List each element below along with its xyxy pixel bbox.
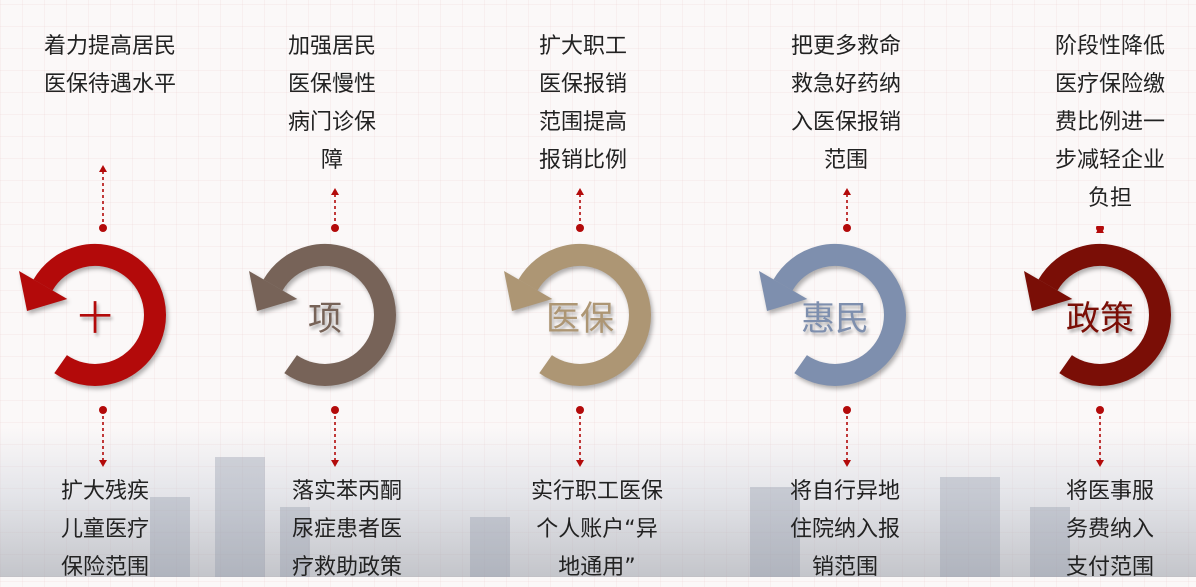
connector-up bbox=[576, 188, 584, 232]
text-line: 销范围 bbox=[811, 555, 878, 580]
connector-up bbox=[99, 165, 107, 232]
top-text: 扩大职工医保报销范围提高报销比例 bbox=[503, 28, 663, 180]
text-line: 务费纳入 bbox=[1065, 517, 1154, 542]
bottom-text: 扩大残疾儿童医疗保险范围 bbox=[20, 473, 190, 587]
text-line: 医疗保险缴 bbox=[1054, 72, 1165, 97]
text-line: 扩大职工 bbox=[538, 34, 627, 59]
cycle-ring: 惠民 bbox=[745, 225, 925, 405]
text-line: 负担 bbox=[1087, 186, 1132, 211]
text-line: 支付范围 bbox=[1065, 555, 1154, 580]
ring-label: 十 bbox=[78, 298, 112, 339]
text-line: 救急好药纳 bbox=[790, 72, 901, 97]
text-line: 疗救助政策 bbox=[291, 555, 402, 580]
cycle-ring: 政策 bbox=[1010, 225, 1190, 405]
bottom-text: 落实苯丙酮尿症患者医疗救助政策 bbox=[262, 473, 432, 587]
text-line: 医保报销 bbox=[538, 72, 627, 97]
cycle-ring: 项 bbox=[235, 225, 415, 405]
bottom-text: 将医事服务费纳入支付范围 bbox=[1025, 473, 1195, 587]
top-text: 把更多救命救急好药纳入医保报销范围 bbox=[766, 28, 926, 180]
connector-down bbox=[1096, 406, 1104, 467]
connector-down bbox=[331, 406, 339, 467]
text-line: 把更多救命 bbox=[790, 34, 901, 59]
connector-up bbox=[843, 188, 851, 232]
text-line: 报销比例 bbox=[538, 148, 627, 173]
text-line: 障 bbox=[320, 148, 343, 173]
text-line: 范围提高 bbox=[538, 110, 627, 135]
text-line: 扩大残疾 bbox=[60, 479, 149, 504]
text-line: 个人账户“异 bbox=[536, 517, 658, 542]
text-line: 实行职工医保 bbox=[530, 479, 663, 504]
text-line: 将自行异地 bbox=[789, 479, 900, 504]
text-line: 步减轻企业 bbox=[1054, 148, 1165, 173]
text-line: 病门诊保 bbox=[287, 110, 376, 135]
text-line: 入医保报销 bbox=[790, 110, 901, 135]
bottom-text: 将自行异地住院纳入报销范围 bbox=[760, 473, 930, 587]
top-text: 阶段性降低医疗保险缴费比例进一步减轻企业负担 bbox=[1030, 28, 1190, 218]
ring-label: 政策 bbox=[1066, 298, 1134, 339]
text-line: 尿症患者医 bbox=[291, 517, 402, 542]
connector-down bbox=[843, 406, 851, 467]
text-line: 保险范围 bbox=[60, 555, 149, 580]
text-line: 住院纳入报 bbox=[789, 517, 900, 542]
ring-label: 医保 bbox=[546, 298, 614, 339]
top-text: 着力提高居民医保待遇水平 bbox=[30, 28, 190, 104]
text-line: 将医事服 bbox=[1065, 479, 1154, 504]
cycle-ring: 十 bbox=[5, 225, 185, 405]
text-line: 儿童医疗 bbox=[60, 517, 149, 542]
connector-down bbox=[576, 406, 584, 467]
text-line: 地通用” bbox=[558, 555, 636, 580]
text-line: 着力提高居民 bbox=[43, 34, 176, 59]
connector-up bbox=[1096, 226, 1104, 233]
bottom-text: 实行职工医保个人账户“异地通用” bbox=[512, 473, 682, 587]
connector-down bbox=[99, 406, 107, 467]
cityscape-background bbox=[0, 427, 1196, 577]
text-line: 费比例进一 bbox=[1054, 110, 1165, 135]
text-line: 医保慢性 bbox=[287, 72, 376, 97]
text-line: 范围 bbox=[823, 148, 868, 173]
ring-label: 项 bbox=[308, 298, 342, 339]
text-line: 落实苯丙酮 bbox=[291, 479, 402, 504]
ring-label: 惠民 bbox=[801, 298, 869, 339]
text-line: 加强居民 bbox=[287, 34, 376, 59]
text-line: 医保待遇水平 bbox=[43, 72, 176, 97]
connector-up bbox=[331, 188, 339, 232]
cycle-ring: 医保 bbox=[490, 225, 670, 405]
text-line: 阶段性降低 bbox=[1054, 34, 1165, 59]
top-text: 加强居民医保慢性病门诊保障 bbox=[252, 28, 412, 180]
